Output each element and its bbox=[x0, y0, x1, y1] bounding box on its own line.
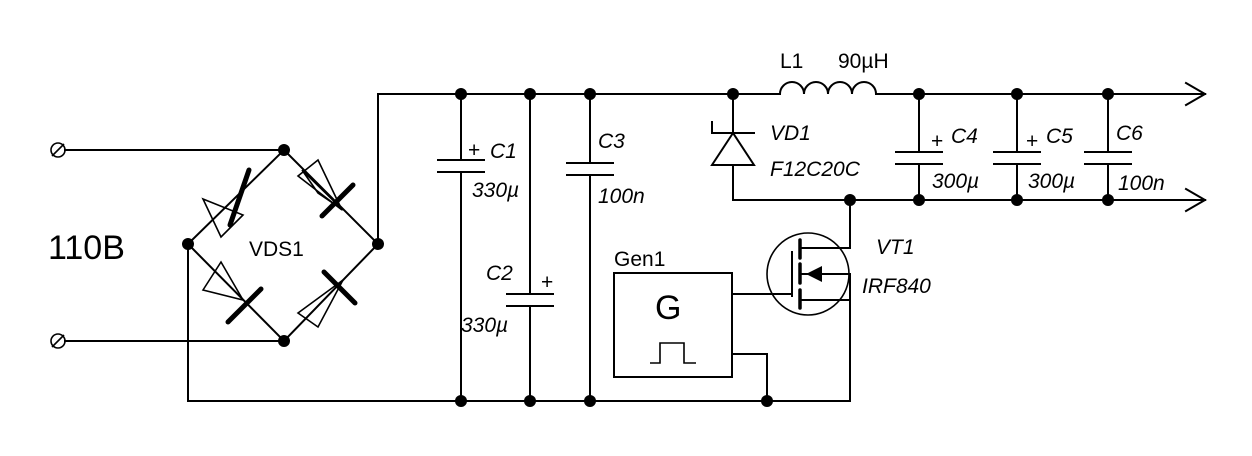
input-voltage-label: 110B bbox=[48, 229, 125, 267]
vt1-name: VT1 bbox=[876, 236, 915, 259]
l1-name: L1 bbox=[780, 50, 803, 73]
c3-value: 100n bbox=[598, 185, 645, 208]
capacitor-c2 bbox=[506, 93, 554, 402]
capacitor-c5 bbox=[993, 93, 1041, 201]
vd1-name: VD1 bbox=[770, 122, 811, 145]
output-return-rail bbox=[732, 187, 1207, 213]
vt1-part: IRF840 bbox=[862, 275, 931, 298]
c5-value: 300µ bbox=[1028, 170, 1075, 193]
c6-value: 100n bbox=[1118, 172, 1165, 195]
c1-name: C1 bbox=[490, 140, 517, 163]
positive-rail bbox=[377, 81, 1207, 245]
c4-name: C4 bbox=[951, 125, 978, 148]
input-terminal-bottom bbox=[50, 333, 285, 349]
c4-plus: + bbox=[931, 130, 943, 153]
junctions bbox=[182, 88, 1114, 407]
c6-name: C6 bbox=[1116, 122, 1143, 145]
l1-value: 90µH bbox=[838, 50, 889, 73]
inductor-l1 bbox=[778, 81, 878, 96]
bridge-rectifier bbox=[186, 148, 380, 343]
c2-plus: + bbox=[541, 271, 553, 294]
c4-value: 300µ bbox=[932, 170, 979, 193]
c2-name: C2 bbox=[486, 262, 513, 285]
c1-plus: + bbox=[468, 139, 480, 162]
bridge-label: VDS1 bbox=[249, 238, 304, 261]
capacitor-c1 bbox=[437, 93, 485, 402]
ground-rail bbox=[187, 243, 851, 402]
input-terminal-top bbox=[50, 142, 285, 158]
mosfet-vt1 bbox=[732, 199, 851, 316]
c5-plus: + bbox=[1026, 130, 1038, 153]
generator-gen1 bbox=[613, 272, 768, 402]
gen1-symbol: G bbox=[655, 289, 681, 327]
c1-value: 330µ bbox=[472, 179, 519, 202]
vd1-part: F12C20C bbox=[770, 158, 861, 181]
gen1-name: Gen1 bbox=[614, 248, 665, 271]
c2-value: 330µ bbox=[461, 314, 508, 337]
capacitor-c3 bbox=[566, 93, 614, 402]
c5-name: C5 bbox=[1046, 125, 1073, 148]
diode-vd1 bbox=[710, 93, 756, 201]
c3-name: C3 bbox=[598, 130, 625, 153]
